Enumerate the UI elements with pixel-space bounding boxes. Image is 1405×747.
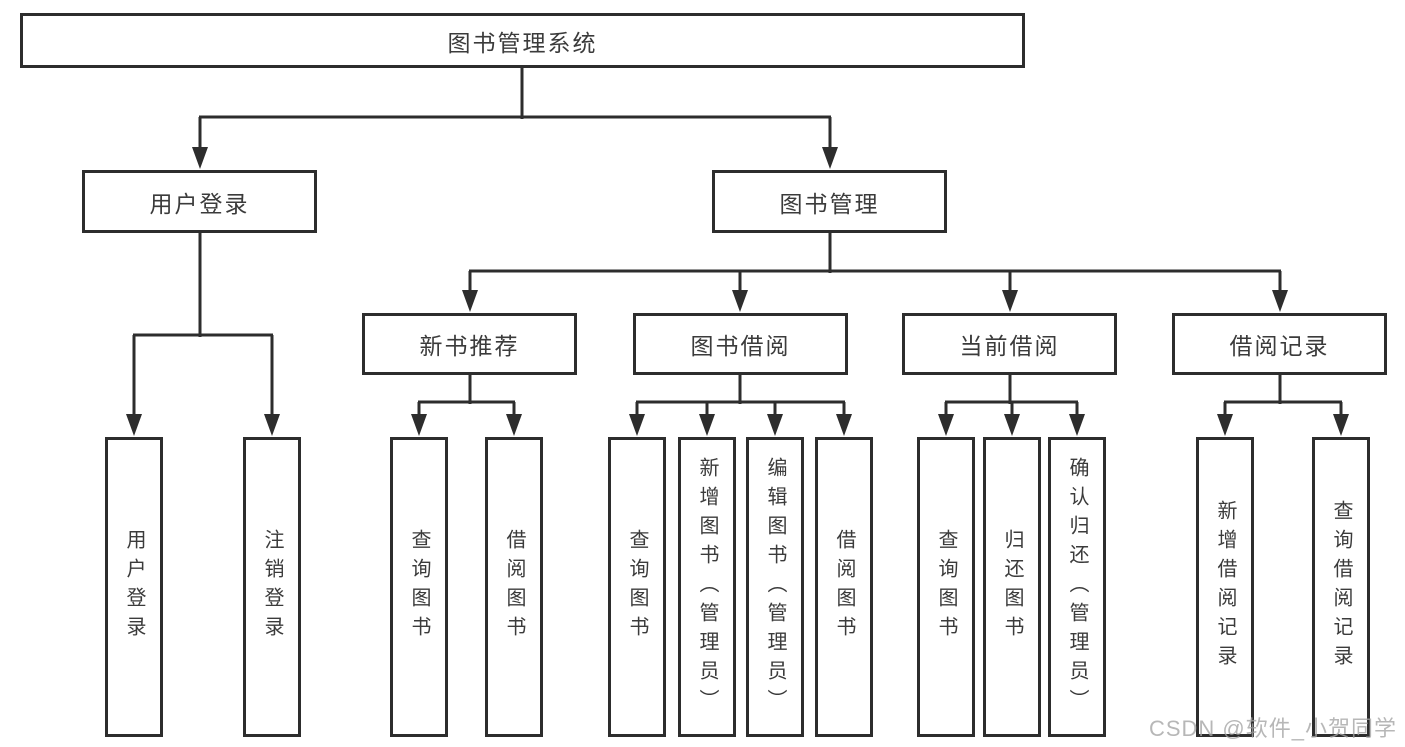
leaf-borrow-books-recommend: 借阅图书 — [485, 437, 543, 737]
connector-arrowheads — [126, 147, 1349, 436]
node-library-management-system: 图书管理系统 — [20, 13, 1025, 68]
node-label: 借阅记录 — [1229, 333, 1330, 359]
leaf-add-borrow-record: 新增借阅记录 — [1196, 437, 1254, 737]
node-label: 图书管理系统 — [447, 29, 598, 56]
node-label: 用户登录 — [149, 190, 250, 217]
node-label: 归还图书 — [1001, 529, 1023, 645]
node-label: 查询图书 — [408, 529, 430, 645]
node-label: 查询图书 — [935, 529, 957, 645]
node-label: 用户登录 — [123, 529, 145, 645]
leaf-logout: 注销登录 — [243, 437, 301, 737]
node-label: 图书管理 — [779, 190, 880, 217]
node-label: 新书推荐 — [419, 333, 520, 359]
node-label: 借阅图书 — [503, 529, 525, 645]
node-current-borrowing: 当前借阅 — [902, 313, 1117, 375]
node-label: 编辑图书（管理员） — [764, 456, 786, 718]
leaf-query-books-current: 查询图书 — [917, 437, 975, 737]
node-new-book-recommend: 新书推荐 — [362, 313, 577, 375]
leaf-query-books-recommend: 查询图书 — [390, 437, 448, 737]
leaf-return-books: 归还图书 — [983, 437, 1041, 737]
connector-lines — [132, 68, 1343, 417]
node-label: 新增图书（管理员） — [696, 456, 718, 718]
node-book-management: 图书管理 — [712, 170, 947, 233]
node-label: 新增借阅记录 — [1214, 500, 1236, 674]
leaf-edit-books-admin: 编辑图书（管理员） — [746, 437, 804, 737]
node-label: 查询借阅记录 — [1330, 500, 1352, 674]
leaf-borrow-books: 借阅图书 — [815, 437, 873, 737]
node-label: 确认归还（管理员） — [1066, 456, 1088, 718]
node-label: 查询图书 — [626, 529, 648, 645]
node-label: 借阅图书 — [833, 529, 855, 645]
node-label: 当前借阅 — [959, 333, 1060, 359]
csdn-watermark: CSDN @软件_小贺同学 — [1148, 716, 1397, 741]
node-borrowing-records: 借阅记录 — [1172, 313, 1387, 375]
leaf-add-books-admin: 新增图书（管理员） — [678, 437, 736, 737]
leaf-user-login: 用户登录 — [105, 437, 163, 737]
leaf-query-books-borrowing: 查询图书 — [608, 437, 666, 737]
node-book-borrowing: 图书借阅 — [633, 313, 848, 375]
node-label: 注销登录 — [261, 529, 283, 645]
node-label: 图书借阅 — [690, 333, 791, 359]
node-user-login: 用户登录 — [82, 170, 317, 233]
leaf-query-borrow-record: 查询借阅记录 — [1312, 437, 1370, 737]
leaf-confirm-return-admin: 确认归还（管理员） — [1048, 437, 1106, 737]
